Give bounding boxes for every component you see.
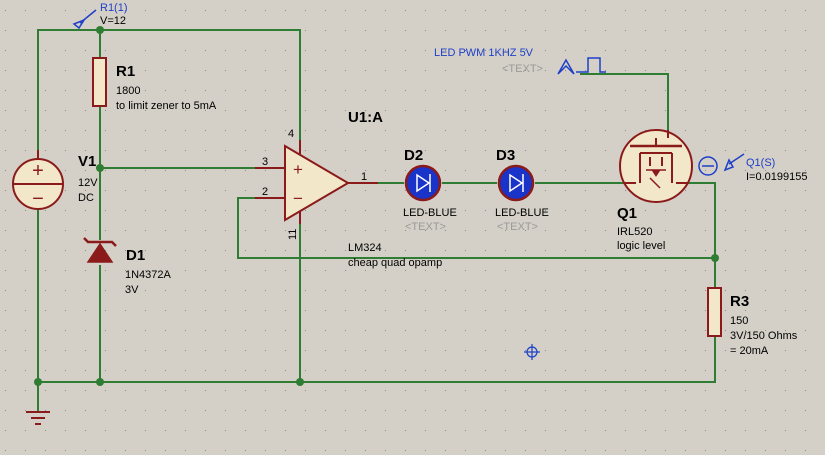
probe-q1-reading: I=0.0199155 xyxy=(746,171,807,183)
d2-ref: D2 xyxy=(404,147,423,164)
v1-dc-source[interactable]: + − xyxy=(12,150,64,210)
opamp-minus-sign: − xyxy=(293,189,303,208)
wire-q1-source xyxy=(688,182,716,288)
v1-type: DC xyxy=(78,192,94,204)
junction-dot xyxy=(34,378,42,386)
r1-resistor[interactable] xyxy=(92,57,107,107)
voltage-probe-r1[interactable] xyxy=(72,9,97,30)
u1-pin-out: 1 xyxy=(361,171,367,183)
d3-ref: D3 xyxy=(496,147,515,164)
d2-blue-led[interactable] xyxy=(404,164,442,202)
wire-pwm-gate xyxy=(580,73,669,138)
opamp-plus-sign: + xyxy=(293,160,303,179)
r1-note: to limit zener to 5mA xyxy=(116,100,217,112)
u1-pin-inv: 2 xyxy=(262,186,268,198)
q1-note: logic level xyxy=(617,240,665,252)
q1-part: IRL520 xyxy=(617,226,652,238)
v1-plus-sign: + xyxy=(32,160,44,182)
r1-value: 1800 xyxy=(116,85,140,97)
r3-resistor[interactable] xyxy=(707,287,722,337)
d3-text: <TEXT> xyxy=(497,221,538,233)
u1-pin-noninv: 3 xyxy=(262,156,268,168)
v1-minus-sign: − xyxy=(32,188,44,210)
d2-part: LED-BLUE xyxy=(403,207,457,219)
grid-dots xyxy=(5,10,806,451)
junction-dot xyxy=(711,254,719,262)
junction-dot xyxy=(96,26,104,34)
v1-value: 12V xyxy=(78,177,98,189)
pwm-label: LED PWM 1KHZ 5V xyxy=(434,47,534,59)
u1-pin-gnd: 11 xyxy=(287,229,299,240)
u1-ref: U1:A xyxy=(348,109,383,126)
probe-r1-name: R1(1) xyxy=(100,2,128,14)
probe-r1-reading: V=12 xyxy=(100,15,126,27)
r3-value: 150 xyxy=(730,315,748,327)
d3-part: LED-BLUE xyxy=(495,207,549,219)
junction-dot xyxy=(96,378,104,386)
junctions xyxy=(34,26,719,386)
probe-q1-name: Q1(S) xyxy=(746,157,775,169)
u1-part: LM324 xyxy=(348,242,382,254)
d2-text: <TEXT> xyxy=(405,221,446,233)
r3-ref: R3 xyxy=(730,293,749,310)
u1-desc: cheap quad opamp xyxy=(348,257,442,269)
d1-value: 3V xyxy=(125,284,139,296)
q1-ref: Q1 xyxy=(617,205,637,222)
d3-blue-led[interactable] xyxy=(497,164,535,202)
u1-opamp[interactable]: + − xyxy=(255,140,378,224)
q1-mosfet[interactable] xyxy=(619,129,693,203)
d1-part: 1N4372A xyxy=(125,269,172,281)
pwm-text: <TEXT> xyxy=(502,63,543,75)
current-probe-q1[interactable] xyxy=(698,153,745,176)
r1-ref: R1 xyxy=(116,63,135,80)
wire-bottom-rail xyxy=(38,336,716,383)
d1-ref: D1 xyxy=(126,247,145,264)
junction-dot xyxy=(96,164,104,172)
d1-zener-diode[interactable] xyxy=(83,237,117,263)
r3-note1: 3V/150 Ohms xyxy=(730,330,798,342)
origin-crosshair-icon xyxy=(524,344,540,360)
wire-top-rail xyxy=(37,29,301,160)
ground-symbol[interactable] xyxy=(26,411,50,425)
pwm-generator-terminal[interactable] xyxy=(557,57,606,75)
v1-ref: V1 xyxy=(78,153,96,170)
junction-dot xyxy=(296,378,304,386)
r3-note2: = 20mA xyxy=(730,345,769,357)
u1-pin-vcc: 4 xyxy=(288,128,294,140)
